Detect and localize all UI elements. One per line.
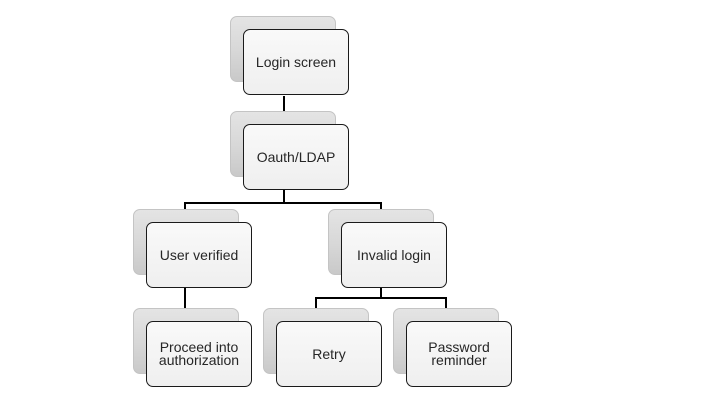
- node-label: Oauth/LDAP: [256, 148, 336, 165]
- node-label: Retry: [312, 345, 346, 362]
- node-invalid-login: Invalid login: [328, 209, 447, 288]
- node-oauth-ldap: Oauth/LDAP: [230, 111, 349, 190]
- node-box: User verified: [146, 222, 252, 288]
- node-label: User verified: [159, 246, 239, 263]
- node-label: Invalid login: [357, 246, 431, 263]
- node-label: Login screen: [255, 53, 337, 70]
- connector-oauth-down: [283, 190, 285, 202]
- node-password-reminder: Password reminder: [393, 308, 512, 387]
- connector-user-verified-to-proceed: [184, 288, 186, 320]
- node-box: Login screen: [243, 29, 349, 95]
- connector-invalid-horizontal: [315, 297, 447, 299]
- connector-invalid-down: [380, 288, 382, 298]
- node-box: Password reminder: [406, 321, 512, 387]
- node-proceed-into-authorization: Proceed into authorization: [133, 308, 252, 387]
- connector-login-to-oauth: [283, 96, 285, 124]
- node-label: Password reminder: [428, 339, 490, 368]
- node-label: Proceed into authorization: [158, 339, 240, 368]
- node-user-verified: User verified: [133, 209, 252, 288]
- node-box: Oauth/LDAP: [243, 124, 349, 190]
- node-box: Invalid login: [341, 222, 447, 288]
- connector-oauth-horizontal: [184, 202, 382, 204]
- node-box: Retry: [276, 321, 382, 387]
- node-retry: Retry: [263, 308, 382, 387]
- node-login-screen: Login screen: [230, 16, 349, 95]
- node-box: Proceed into authorization: [146, 321, 252, 387]
